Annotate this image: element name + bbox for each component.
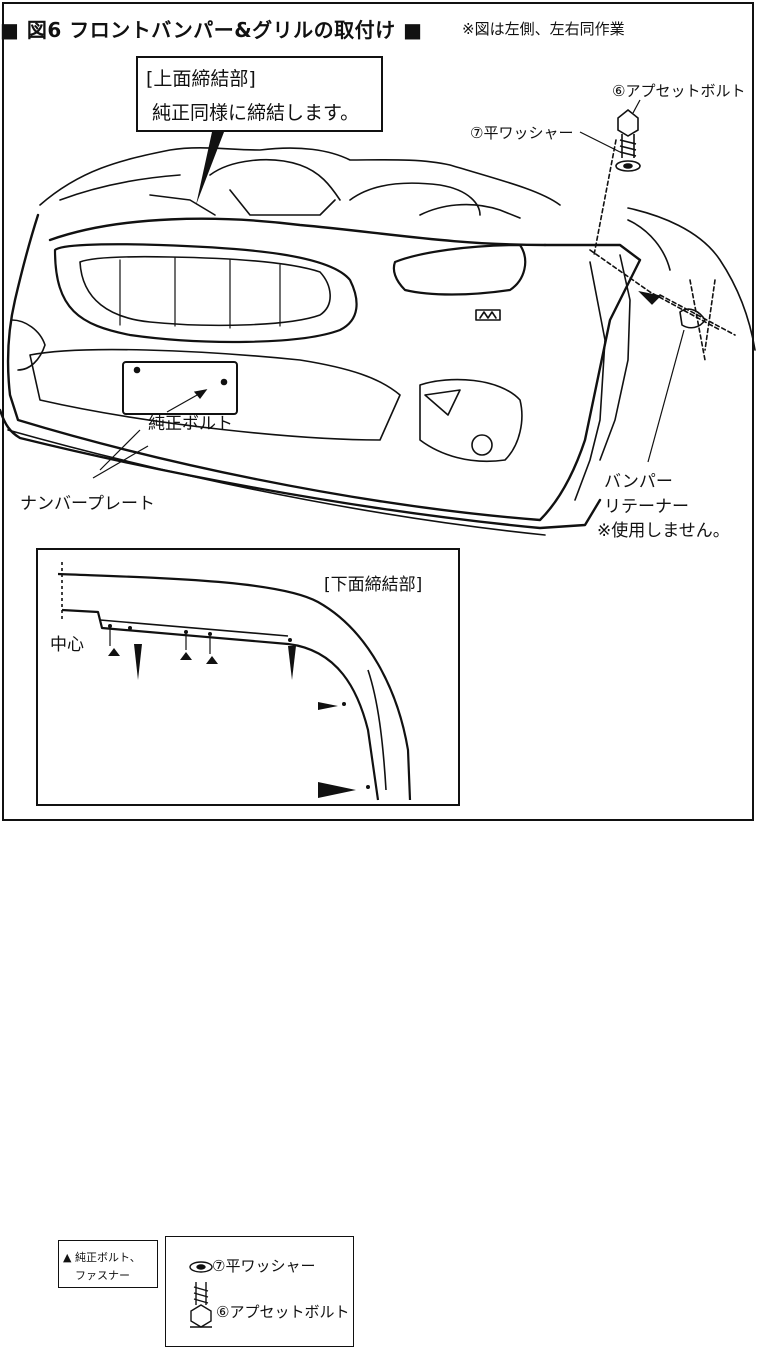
callout-instruction: 純正同様に締結します。 xyxy=(152,102,360,124)
washer-bolt-detail: ⑦平ワッシャー ⑥アプセットボルト xyxy=(165,1236,354,1347)
genuine-bolt-label: 純正ボルト xyxy=(148,414,233,434)
lower-detail-title: [下面締結部] xyxy=(324,575,423,595)
bumper-label: バンパー xyxy=(604,472,673,492)
figure-frame xyxy=(2,2,754,821)
bolt-label: ⑥アプセットボルト xyxy=(216,1303,350,1321)
legend-box: ▲ 純正ボルト、 ファスナー xyxy=(58,1240,158,1288)
upper-fastening-callout: [上面締結部] 純正同様に締結します。 xyxy=(136,56,383,132)
flat-washer-label: ⑦平ワッシャー xyxy=(470,124,574,142)
washer-bolt-drawing xyxy=(189,1261,213,1328)
number-plate-label: ナンバープレート xyxy=(20,494,155,514)
not-used-note: ※使用しません。 xyxy=(597,521,730,541)
figure-note: ※図は左側、左右同作業 xyxy=(462,20,625,38)
washer-label: ⑦平ワッシャー xyxy=(212,1257,316,1275)
bumper-illustration xyxy=(0,99,756,536)
center-label: 中心 xyxy=(50,635,84,655)
legend-line-2: ファスナー xyxy=(75,1269,130,1282)
lower-fastening-detail: [下面締結部] 中心 ▲ 純正ボルト、 ファスナー ⑦平ワッシャー ⑥アプセット… xyxy=(36,548,460,1347)
figure-title: ■ 図6 フロントバンパー&グリルの取付け ■ xyxy=(0,18,423,42)
legend-line-1: ▲ 純正ボルト、 xyxy=(63,1251,141,1264)
lower-detail-drawing xyxy=(57,562,412,801)
retainer-label: リテーナー xyxy=(604,497,689,517)
upset-bolt-label: ⑥アプセットボルト xyxy=(612,82,746,100)
callout-heading: [上面締結部] xyxy=(146,68,256,90)
